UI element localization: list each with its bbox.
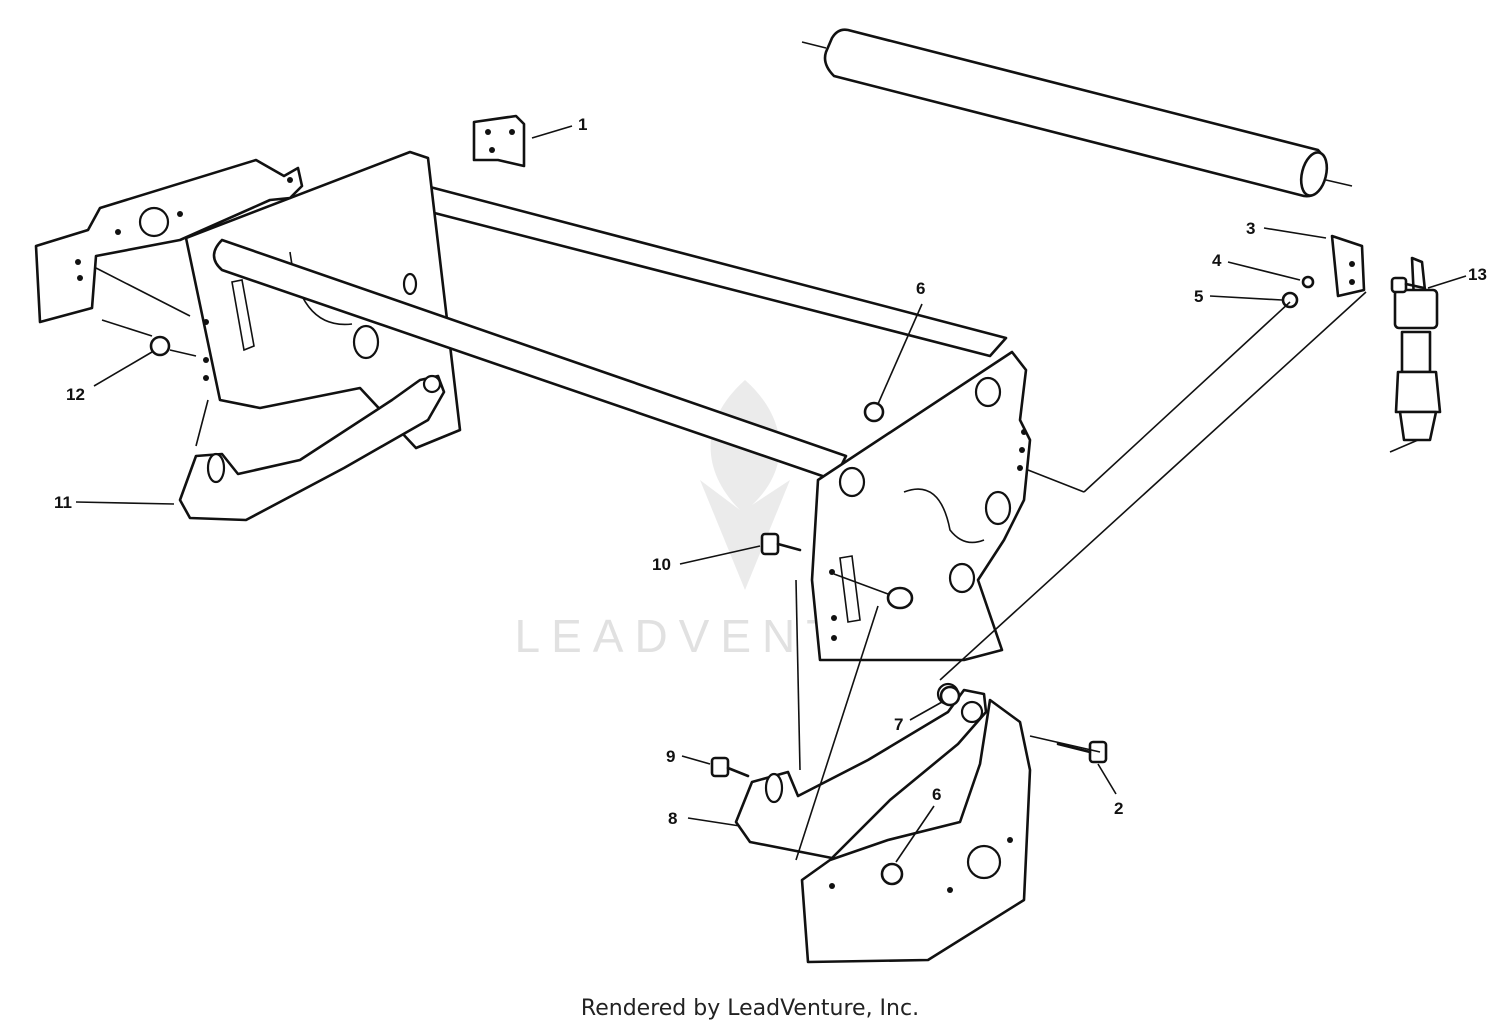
left-lower-arm [178,374,446,522]
callout-6-upper[interactable]: 6 [877,279,925,405]
callout-6a-label: 6 [916,279,925,298]
callout-11[interactable]: 11 [54,493,175,512]
callout-11-label: 11 [54,493,72,512]
callout-3[interactable]: 3 [1246,219,1327,239]
callout-9[interactable]: 9 [666,747,711,766]
callout-6-lower[interactable]: 6 [895,785,941,863]
callout-5[interactable]: 5 [1194,287,1283,306]
callout-7-label: 7 [894,715,903,734]
lower-tube [212,238,848,482]
hardware [149,234,1426,886]
callout-8[interactable]: 8 [668,809,741,828]
callout-4[interactable]: 4 [1212,251,1301,281]
height-adjuster [1389,256,1442,453]
callout-13[interactable]: 13 [1427,265,1487,289]
callout-3-label: 3 [1246,219,1255,238]
right-side-plate [810,350,1032,662]
callout-1[interactable]: 1 [531,115,587,139]
callout-5-label: 5 [1194,287,1203,306]
footer-credit: Rendered by LeadVenture, Inc. [580,996,920,1021]
callouts: 1 2 3 4 5 6 6 7 [54,115,1487,863]
angle-bracket-1 [472,114,526,168]
callout-6b-label: 6 [932,785,941,804]
callout-12-label: 12 [66,385,85,404]
callout-2-label: 2 [1114,799,1123,818]
callout-9-label: 9 [666,747,675,766]
callout-4-label: 4 [1212,251,1222,270]
callout-13-label: 13 [1468,265,1487,284]
callout-7[interactable]: 7 [894,701,943,734]
roller [801,28,1353,198]
callout-10-label: 10 [652,555,671,574]
assembly-lines [95,267,1367,861]
callout-12[interactable]: 12 [66,351,153,404]
right-mount-bracket [800,698,1032,964]
callout-10[interactable]: 10 [652,545,761,574]
left-mount-bracket [34,158,304,324]
callout-1-label: 1 [578,115,587,134]
callout-8-label: 8 [668,809,677,828]
callout-2[interactable]: 2 [1097,763,1123,818]
